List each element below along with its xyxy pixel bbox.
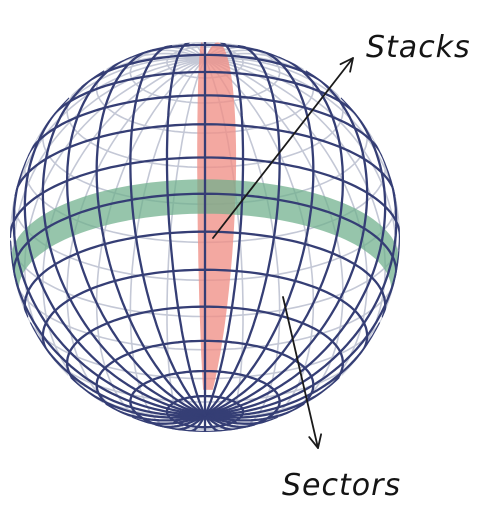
longitude-line	[69, 377, 207, 419]
longitude-line	[203, 43, 281, 417]
stacks-arrow-head	[339, 57, 354, 73]
longitude-line	[10, 240, 207, 417]
longitude-line	[105, 404, 207, 422]
longitude-line	[203, 235, 400, 417]
longitude-line	[203, 404, 305, 422]
longitude-line	[203, 153, 398, 417]
sectors-highlight	[11, 179, 399, 294]
longitude-line	[203, 377, 341, 419]
longitude-line	[203, 69, 369, 417]
longitude-line	[29, 322, 207, 417]
stacks-arrow	[212, 57, 354, 239]
longitude-line	[131, 413, 207, 425]
longitude-line	[188, 413, 207, 432]
highlights-layer	[11, 42, 399, 390]
longitude-line	[203, 413, 256, 429]
arrows-layer	[212, 57, 354, 449]
longitude-line	[95, 47, 207, 417]
longitude-line	[203, 55, 345, 417]
longitude-line	[129, 43, 207, 417]
longitude-line	[41, 69, 207, 417]
longitude-line	[203, 97, 387, 417]
longitude-line	[203, 413, 279, 425]
sectors-arrow	[282, 296, 323, 449]
longitude-line	[203, 413, 222, 432]
stacks-label: Stacks	[366, 30, 471, 65]
longitude-line	[154, 413, 207, 429]
longitude-line	[203, 47, 315, 417]
stacks-highlight	[197, 42, 237, 390]
sphere-front-grid	[10, 42, 400, 432]
longitude-line	[65, 55, 207, 417]
longitude-line-back	[204, 58, 281, 430]
sectors-arrow-head	[308, 433, 323, 449]
longitude-line	[165, 42, 207, 417]
longitude-line	[12, 153, 207, 417]
longitude-line-back	[129, 58, 206, 430]
longitude-line	[203, 413, 239, 431]
longitude-line	[23, 97, 207, 417]
sectors-arrow-shaft	[282, 296, 319, 449]
stacks-arrow-shaft	[212, 57, 354, 239]
longitude-line	[171, 413, 207, 431]
sectors-label: Sectors	[282, 468, 402, 503]
longitude-line	[203, 322, 381, 417]
